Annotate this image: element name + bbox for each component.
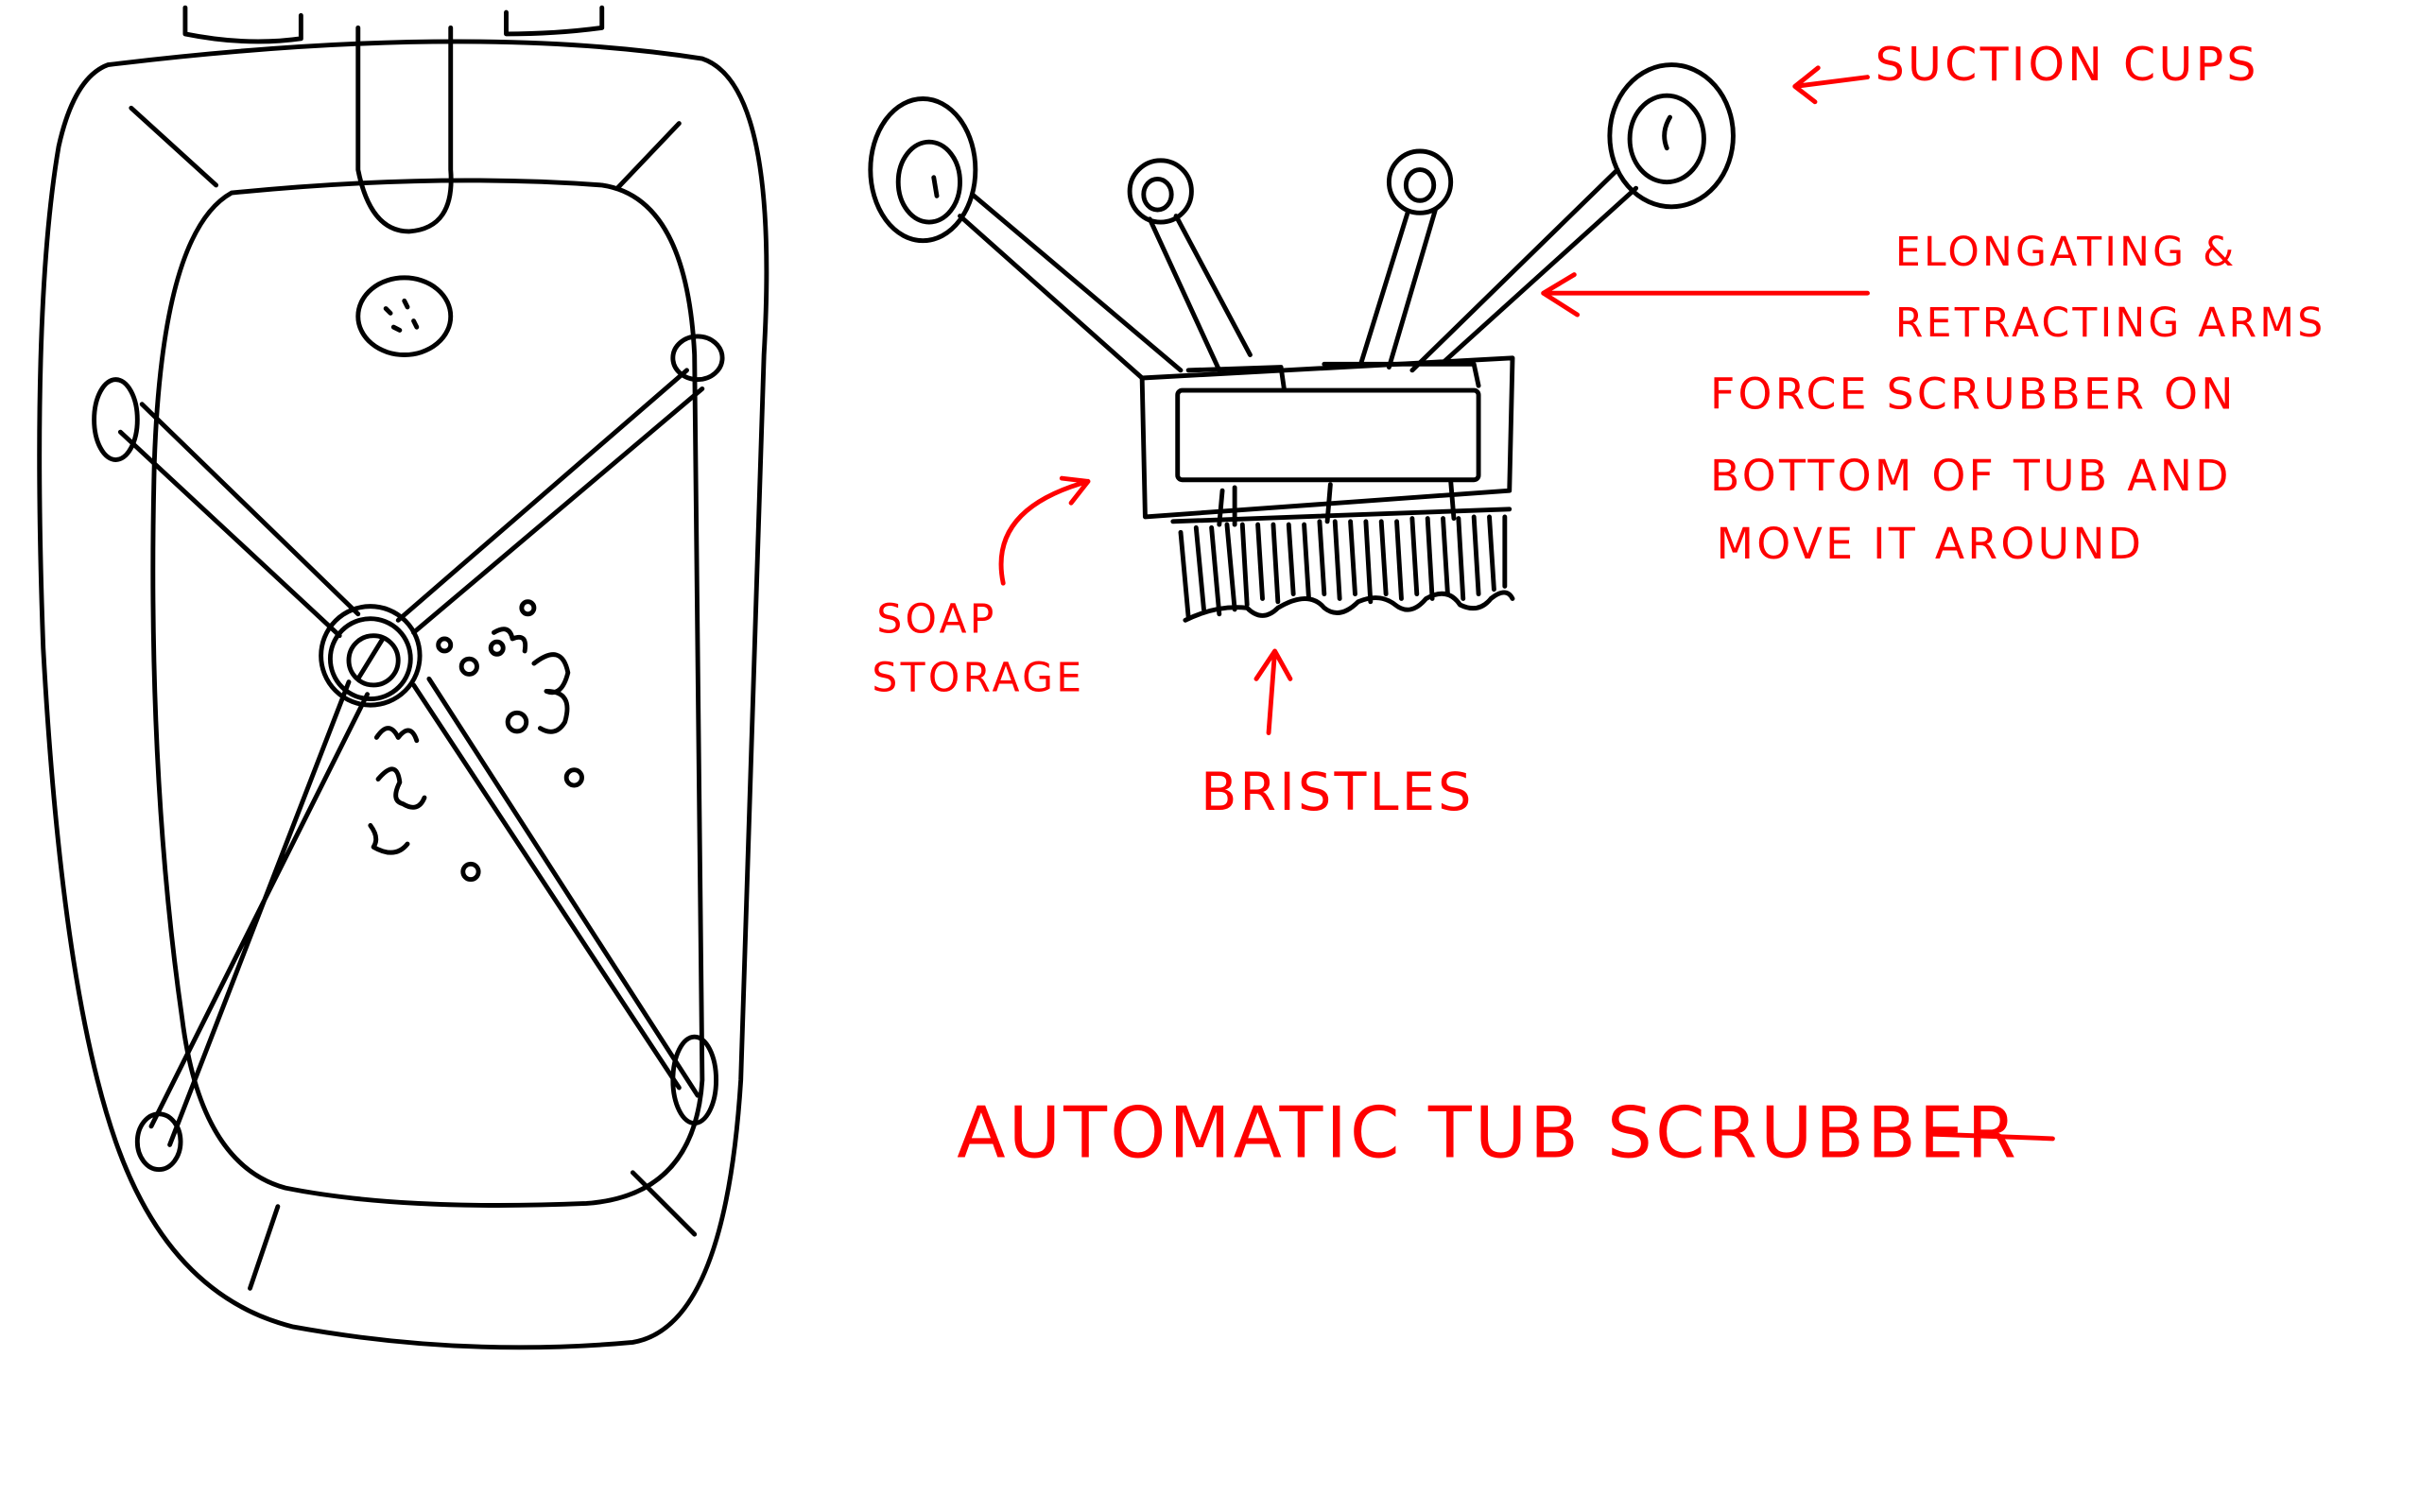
elongating-arm xyxy=(960,195,1181,378)
suction-cups-arrow xyxy=(1795,68,1868,102)
suction-cup-icon xyxy=(1389,151,1450,213)
bristles-label: BRISTLES xyxy=(1201,762,1474,823)
scrubber-device xyxy=(871,65,1734,621)
soap-storage-compartment xyxy=(1178,390,1478,480)
suction-cup-icon xyxy=(137,1114,181,1170)
scrubber-arm xyxy=(398,370,702,633)
elongating-arm xyxy=(1150,216,1250,370)
suction-cup-icon xyxy=(95,380,138,460)
annotations: SUCTION CUPS ELONGATING & RETRACTING ARM… xyxy=(872,38,2325,1175)
sketch-title: AUTOMATIC TUB SCRUBBER xyxy=(957,1091,2019,1174)
drain-icon xyxy=(358,278,451,355)
soap-storage-label-line2: STORAGE xyxy=(872,655,1084,701)
scrubber-arm xyxy=(151,682,368,1145)
force-note-line2: BOTTOM OF TUB AND xyxy=(1710,451,2232,501)
arms-arrow xyxy=(1544,275,1868,315)
faucet-knob-left xyxy=(185,8,301,42)
soap-bubbles xyxy=(371,602,582,880)
tub-corner-line xyxy=(632,1173,694,1234)
tub-corner-line xyxy=(131,108,216,185)
soap-storage-arrow xyxy=(1001,478,1088,583)
suction-cups-label: SUCTION CUPS xyxy=(1876,38,2259,92)
force-note-line1: FORCE SCRUBBER ON xyxy=(1710,369,2237,420)
force-note-line3: MOVE IT AROUND xyxy=(1717,519,2145,569)
arms-label-line1: ELONGATING & xyxy=(1895,230,2238,276)
bristles-arrow xyxy=(1256,651,1290,733)
scrubber-arm xyxy=(414,679,698,1095)
scrubber-body xyxy=(1142,358,1512,517)
suction-cup-icon xyxy=(673,1037,717,1123)
elongating-arm xyxy=(1361,210,1435,368)
tub-corner-line xyxy=(250,1207,277,1289)
suction-cup-icon xyxy=(1130,161,1191,222)
soap-storage-label-line1: SOAP xyxy=(876,596,996,643)
faucet-knob-right xyxy=(507,8,602,34)
arms-label-line2: RETRACTING ARMS xyxy=(1895,301,2326,347)
tub-corner-line xyxy=(617,124,679,189)
bathtub-top-view xyxy=(40,8,767,1348)
faucet-icon xyxy=(358,27,451,232)
tub-inner-basin xyxy=(153,180,702,1206)
